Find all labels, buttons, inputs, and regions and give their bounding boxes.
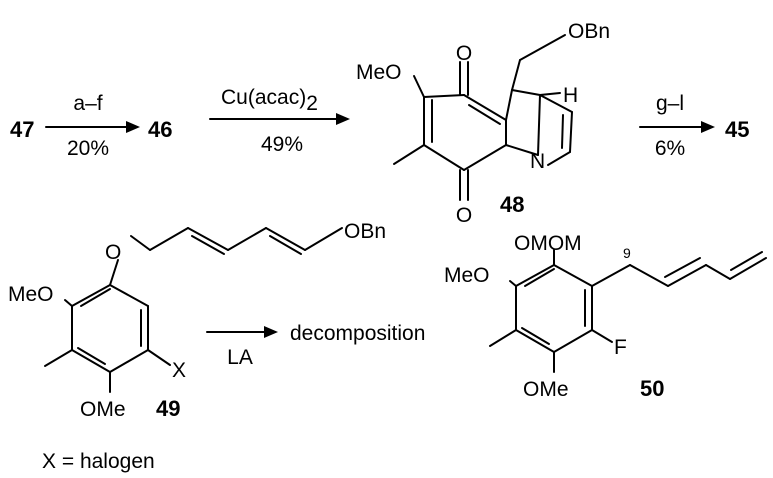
arrow-3-yield: 6% <box>655 137 685 160</box>
arrow-4-reagent: LA <box>227 346 253 369</box>
compound-50-label: 50 <box>640 376 664 401</box>
c49-halogen-x: X <box>172 359 186 382</box>
arrow-step-4 <box>206 326 278 338</box>
arrow-3-reagents: g–l <box>656 92 684 115</box>
c48-nitrogen: N <box>530 150 545 173</box>
arrow-2-reagent-subscript: 2 <box>306 92 318 115</box>
x-definition: X = halogen <box>42 450 155 473</box>
compound-49-structure <box>44 227 343 393</box>
c50-methoxy: MeO <box>444 264 490 287</box>
arrow-step-2 <box>209 113 350 125</box>
compound-49-label: 49 <box>156 396 180 421</box>
c48-oxygen-bottom: O <box>456 204 472 227</box>
c50-methoxy-bottom: OMe <box>523 378 569 401</box>
c49-ether-oxygen: O <box>105 241 121 264</box>
decomposition-text: decomposition <box>290 322 425 345</box>
arrow-1-yield: 20% <box>67 137 109 160</box>
c49-methoxy: MeO <box>8 283 54 306</box>
compound-50-structure <box>489 249 767 373</box>
c50-methoxymethoxy: OMOM <box>514 232 582 255</box>
arrow-2-yield: 49% <box>261 133 303 156</box>
c48-methoxy: MeO <box>356 61 402 84</box>
compound-45-label: 45 <box>725 117 749 142</box>
arrow-2-reagent-main: Cu(acac) <box>221 86 306 109</box>
c50-fluorine: F <box>614 336 627 359</box>
compound-48-label: 48 <box>500 192 524 217</box>
c49-methoxy-bottom: OMe <box>80 398 126 421</box>
c50-locant-9: 9 <box>623 245 631 261</box>
compound-48-structure <box>393 34 573 201</box>
arrow-2-reagent: Cu(acac)2 <box>221 86 318 115</box>
compound-46-label: 46 <box>148 117 172 142</box>
compound-47-label: 47 <box>10 117 34 142</box>
c48-benzyloxy: OBn <box>568 20 610 43</box>
arrow-step-3 <box>639 121 715 133</box>
c49-benzyloxy: OBn <box>344 220 386 243</box>
arrow-1-reagents: a–f <box>73 92 102 115</box>
c48-oxygen-top: O <box>456 42 472 65</box>
c48-hydrogen: H <box>563 84 578 107</box>
arrow-step-1 <box>45 121 140 133</box>
